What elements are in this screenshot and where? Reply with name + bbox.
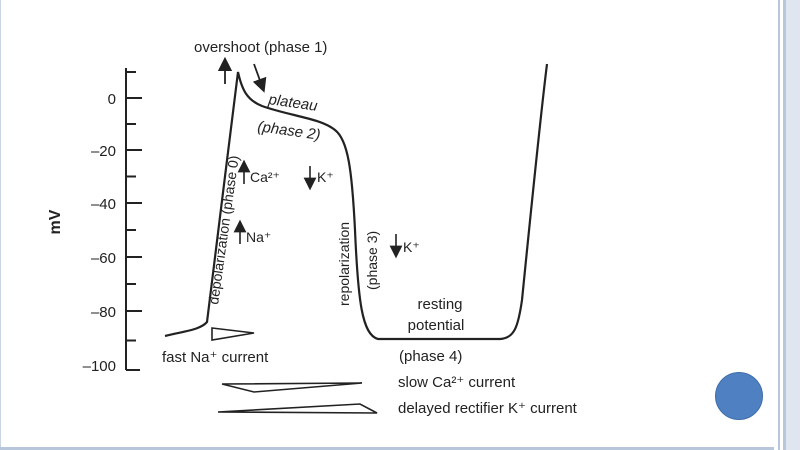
fast-na-current-wedge xyxy=(211,327,255,341)
delayed-k-current-label: delayed rectifier K⁺ current xyxy=(398,400,578,417)
tick-label-m20: –20 xyxy=(91,143,116,160)
resting-label: resting xyxy=(417,296,462,313)
slide-bottom-line xyxy=(0,447,774,450)
fast-na-current-label: fast Na⁺ current xyxy=(162,349,269,366)
ca-ion-label: Ca²⁺ xyxy=(250,169,280,185)
tick-label-m80: –80 xyxy=(91,304,116,321)
phase4-label: (phase 4) xyxy=(399,348,462,365)
tick-label-m100: –100 xyxy=(83,358,116,375)
overshoot-label: overshoot (phase 1) xyxy=(194,39,327,56)
tick-label-m40: –40 xyxy=(91,196,116,213)
k-ion-label: K⁺ xyxy=(317,169,334,185)
tick-label-m60: –60 xyxy=(91,250,116,267)
repolarization-label: repolarization xyxy=(336,222,352,306)
phase2-label: (phase 2) xyxy=(256,118,321,144)
na-ion-label: Na⁺ xyxy=(246,229,271,245)
slow-ca-current-label: slow Ca²⁺ current xyxy=(398,374,516,391)
y-axis-unit-label: mV xyxy=(47,209,64,234)
action-potential-curve xyxy=(164,63,549,341)
delayed-k-current-wedge xyxy=(217,403,378,414)
tick-label-0: 0 xyxy=(108,91,116,108)
overshoot-down-arrow-icon xyxy=(252,63,267,93)
slow-ca-current-wedge xyxy=(221,382,363,393)
plateau-label: plateau xyxy=(266,91,319,115)
slide-nav-dot-button[interactable] xyxy=(715,372,763,420)
depolarization-label: depolarization (phase 0) xyxy=(205,154,242,305)
potential-label: potential xyxy=(408,317,465,334)
y-axis: 0 –20 –40 –60 –80 –100 mV xyxy=(47,68,142,375)
y-axis-major-ticks xyxy=(126,97,142,312)
slide-right-rail xyxy=(774,0,800,450)
k-ion-phase3-label: K⁺ xyxy=(403,239,420,255)
phase3-label: (phase 3) xyxy=(364,231,380,290)
y-axis-minor-ticks xyxy=(126,71,136,342)
